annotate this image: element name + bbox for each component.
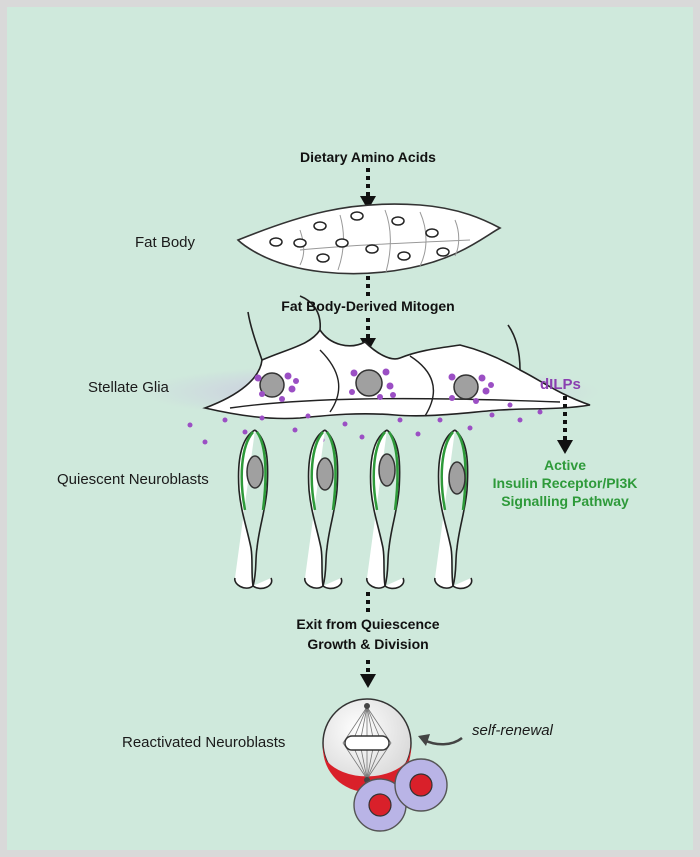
label-reactivated-neuroblasts: Reactivated Neuroblasts — [122, 734, 285, 751]
label-pathway-line2: Insulin Receptor/PI3K — [470, 475, 660, 491]
self-renewal-arrow — [418, 734, 462, 746]
label-exit-quiescence: Exit from Quiescence — [268, 616, 468, 632]
label-dilps: dILPs — [540, 376, 581, 393]
label-pathway-line1: Active — [470, 457, 660, 473]
fat-body-tissue — [238, 204, 500, 274]
label-self-renewal: self-renewal — [472, 722, 553, 739]
quiescent-neuroblast — [367, 430, 404, 588]
label-quiescent-neuroblasts: Quiescent Neuroblasts — [57, 471, 209, 488]
label-pathway-line3: Signalling Pathway — [470, 493, 660, 509]
quiescent-neuroblast — [435, 430, 472, 588]
stellate-glia-cells — [205, 296, 590, 419]
arrow-amino-to-fatbody — [360, 168, 376, 210]
quiescent-neuroblasts — [235, 430, 472, 588]
quiescent-neuroblast — [305, 430, 342, 588]
arrow-exit-to-reactivated — [360, 660, 376, 688]
label-stellate-glia: Stellate Glia — [88, 379, 169, 396]
label-growth-division: Growth & Division — [268, 636, 468, 652]
label-fat-body-mitogen: Fat Body-Derived Mitogen — [248, 298, 488, 314]
quiescent-neuroblast — [235, 430, 272, 588]
label-dietary-amino-acids: Dietary Amino Acids — [268, 149, 468, 165]
label-fat-body: Fat Body — [135, 234, 195, 251]
